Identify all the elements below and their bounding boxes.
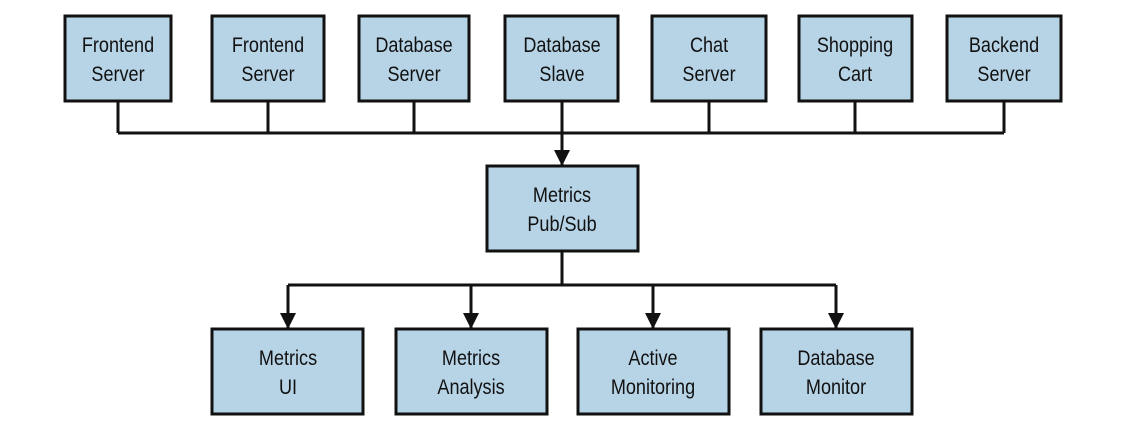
node-label-line2: Server (387, 63, 441, 87)
node-label-line1: Chat (690, 34, 729, 58)
node-box (394, 327, 549, 416)
node-box (63, 14, 173, 103)
node-label-line1: Shopping (817, 34, 893, 58)
source-node-6: Shopping Cart (797, 14, 914, 103)
source-node-5: Chat Server (650, 14, 768, 103)
node-box (503, 14, 620, 103)
node-label-line1: Metrics (442, 347, 500, 371)
node-label-line2: Server (682, 63, 736, 87)
consumer-node-1: Metrics UI (210, 327, 365, 416)
node-label-line2: Server (91, 63, 145, 87)
hub-node: Metrics Pub/Sub (485, 164, 640, 253)
node-label-line1: Database (523, 34, 600, 58)
node-label-line1: Metrics (259, 347, 317, 371)
consumers-connectors (280, 251, 844, 329)
node-label-line2: Server (977, 63, 1031, 87)
source-node-2: Frontend Server (210, 14, 326, 103)
node-box (576, 327, 731, 416)
node-box (485, 164, 640, 253)
node-label-line1: Backend (969, 34, 1039, 58)
source-node-1: Frontend Server (63, 14, 173, 103)
node-label-line1: Database (375, 34, 452, 58)
node-label-line2: Slave (539, 63, 584, 87)
sources-connectors (116, 101, 1006, 166)
node-label-line2: UI (279, 376, 297, 400)
node-box (210, 14, 326, 103)
node-box (759, 327, 914, 416)
source-node-7: Backend Server (945, 14, 1063, 103)
source-node-4: Database Slave (503, 14, 620, 103)
node-label-line1: Database (797, 347, 874, 371)
node-box (797, 14, 914, 103)
node-label-line2: Analysis (437, 376, 504, 400)
node-label-line2: Pub/Sub (527, 213, 596, 237)
node-box (945, 14, 1063, 103)
node-label-line1: Metrics (533, 184, 591, 208)
consumer-node-4: Database Monitor (759, 327, 914, 416)
consumer-node-2: Metrics Analysis (394, 327, 549, 416)
consumer-node-3: Active Monitoring (576, 327, 731, 416)
node-label-line1: Active (628, 347, 677, 371)
node-box (210, 327, 365, 416)
node-label-line2: Cart (838, 63, 873, 87)
node-label-line2: Monitoring (611, 376, 695, 400)
node-label-line1: Frontend (232, 34, 304, 58)
node-label-line2: Server (241, 63, 295, 87)
node-box (650, 14, 768, 103)
node-label-line2: Monitor (806, 376, 867, 400)
node-label-line1: Frontend (82, 34, 154, 58)
source-node-3: Database Server (357, 14, 471, 103)
node-box (357, 14, 471, 103)
